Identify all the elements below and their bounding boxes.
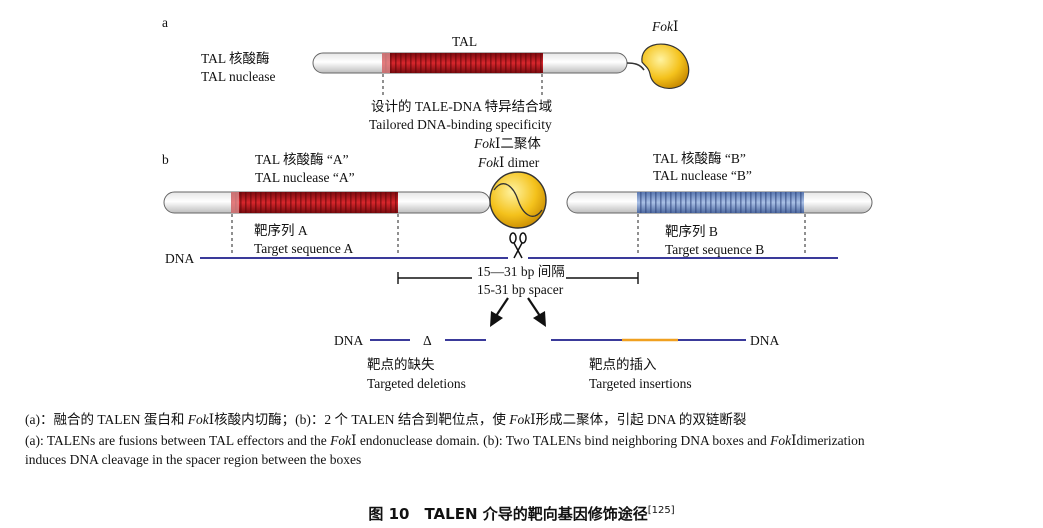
- panel-a-linker: [626, 62, 645, 71]
- figure-ref: [125]: [647, 505, 675, 516]
- insertion-dna-label: DNA: [750, 333, 780, 348]
- target-a-en: Target sequence A: [254, 241, 354, 256]
- foki-label-a: FokⅠ: [652, 19, 678, 35]
- tal-nuclease-zh: TAL 核酸酶: [201, 51, 270, 66]
- spacer-bracket: [397, 272, 639, 284]
- dimer-en: dimer: [507, 155, 540, 170]
- deletion-zh: 靶点的缺失: [367, 357, 435, 372]
- foki-name-b1: Fok: [474, 136, 495, 151]
- delta-symbol: Δ: [423, 333, 432, 348]
- outcome-arrows: [490, 297, 546, 327]
- talen-diagram: [163, 43, 873, 342]
- caption-zh: (a)：融合的 TALEN 蛋白和 FokⅠ核酸内切酶；(b)：2 个 TALE…: [25, 412, 747, 427]
- foki-dimer-zh: FokⅠ二聚体: [474, 136, 541, 151]
- panel-b-talen-pair: [163, 171, 873, 342]
- panel-a-label: a: [162, 15, 168, 30]
- caption-en: (a): TALENs are fusions between TAL effe…: [25, 433, 865, 467]
- spacer-en: 15-31 bp spacer: [477, 282, 564, 297]
- dimer-zh: 二聚体: [500, 136, 541, 151]
- figure-title-text: 图 10 TALEN 介导的靶向基因修饰途径: [368, 505, 648, 523]
- tal-nuclease-en: TAL nuclease: [201, 69, 276, 84]
- foki-dimer-divider: [493, 183, 543, 217]
- nuclease-b-zh: TAL 核酸酶 “B”: [653, 151, 746, 166]
- tale-domain-zh: 设计的 TALE-DNA 特异结合域: [371, 99, 553, 114]
- foki-name-b2: Fok: [478, 155, 499, 170]
- tale-domain-en: Tailored DNA-binding specificity: [369, 117, 552, 132]
- scissors-icon: [509, 232, 527, 259]
- foki-dimer-en: FokⅠ dimer: [478, 155, 540, 170]
- nuclease-a-en: TAL nuclease “A”: [255, 170, 355, 185]
- figure-title: 图 10 TALEN 介导的靶向基因修饰途径[125]: [0, 503, 1043, 524]
- panel-a-foki-domain: [641, 43, 690, 89]
- deletion-dna-label: DNA: [334, 333, 364, 348]
- nuclease-b-en: TAL nuclease “B”: [653, 168, 752, 183]
- target-b-en: Target sequence B: [665, 242, 765, 257]
- foki-name-a: Fok: [652, 19, 673, 34]
- spacer-zh: 15—31 bp 间隔: [477, 264, 565, 279]
- foki-numeral-a: Ⅰ: [673, 19, 679, 34]
- deletion-en: Targeted deletions: [367, 376, 466, 391]
- panel-b-label: b: [162, 152, 169, 167]
- insertion-zh: 靶点的插入: [589, 357, 657, 372]
- target-b-zh: 靶序列 B: [665, 224, 718, 239]
- tal-label: TAL: [452, 34, 478, 49]
- panel-a-tal-nuclease: [312, 43, 690, 97]
- dna-label: DNA: [165, 251, 195, 266]
- insertion-en: Targeted insertions: [589, 376, 692, 391]
- nuclease-a-zh: TAL 核酸酶 “A”: [255, 152, 349, 167]
- target-a-zh: 靶序列 A: [254, 223, 308, 238]
